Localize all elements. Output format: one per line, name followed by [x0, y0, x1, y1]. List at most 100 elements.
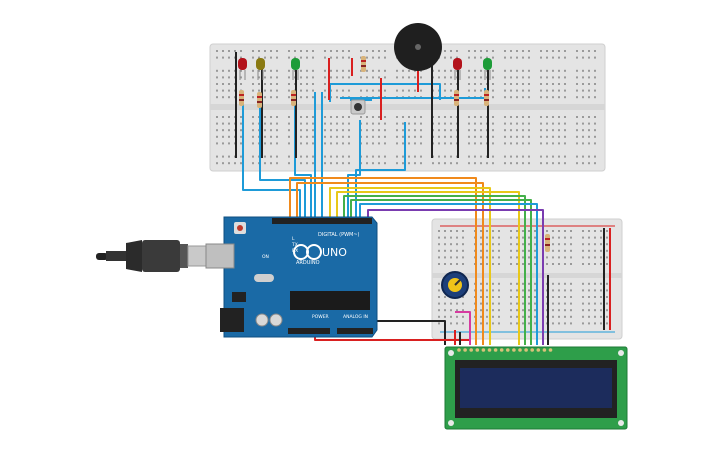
piezo-buzzer[interactable] [394, 23, 442, 71]
breadboard-hole [504, 83, 506, 85]
breadboard-hole [324, 69, 326, 72]
breadboard-hole [522, 142, 524, 145]
potentiometer[interactable] [441, 271, 469, 299]
breadboard-hole [450, 322, 452, 325]
breadboard-hole [438, 263, 440, 265]
breadboard-hole [504, 129, 506, 132]
breadboard-hole [312, 50, 314, 52]
breadboard-hole [540, 89, 542, 92]
usb-cable[interactable] [96, 240, 211, 272]
breadboard-hole [450, 230, 452, 232]
breadboard-hole [312, 122, 314, 125]
breadboard-hole [540, 122, 542, 125]
breadboard-hole [594, 289, 596, 292]
breadboard-hole [492, 243, 494, 246]
breadboard-hole [342, 129, 344, 132]
breadboard-hole [516, 236, 518, 239]
breadboard-hole [540, 129, 542, 132]
breadboard-hole [348, 162, 350, 165]
led-3[interactable] [291, 58, 300, 80]
breadboard-hole [372, 56, 374, 59]
wire-pink [455, 311, 471, 345]
breadboard-hole [558, 89, 560, 92]
breadboard-hole [378, 129, 380, 132]
breadboard-hole [438, 302, 440, 305]
breadboard-hole [558, 249, 560, 252]
led-4[interactable] [453, 58, 462, 80]
breadboard-hole [522, 116, 524, 118]
wire-blue [347, 120, 361, 220]
breadboard-hole [510, 135, 512, 138]
breadboard-hole [474, 122, 476, 125]
breadboard-hole [552, 129, 554, 132]
breadboard-hole [570, 236, 572, 239]
voltage-regulator [232, 292, 246, 302]
breadboard-hole [552, 296, 554, 298]
breadboard-hole [522, 122, 524, 125]
breadboard-hole [384, 162, 386, 165]
breadboard-hole [528, 289, 530, 292]
breadboard-hole [558, 256, 560, 259]
breadboard-hole [606, 249, 608, 252]
breadboard-hole [582, 309, 584, 312]
breadboard-hole [468, 76, 470, 79]
breadboard-hole [576, 116, 578, 118]
breadboard-hole [474, 89, 476, 92]
l-label: L [292, 236, 295, 242]
push-button[interactable] [350, 99, 366, 115]
breadboard-hole [528, 162, 530, 165]
breadboard-hole [342, 135, 344, 138]
breadboard-hole [594, 256, 596, 259]
breadboard-hole [588, 230, 590, 232]
breadboard-hole [516, 289, 518, 292]
breadboard-hole [456, 263, 458, 265]
breadboard-hole [450, 162, 452, 165]
breadboard-hole [588, 256, 590, 259]
breadboard-hole [498, 296, 500, 298]
breadboard-hole [468, 116, 470, 118]
top-breadboard[interactable] [209, 43, 606, 172]
breadboard-hole [516, 162, 518, 165]
breadboard-hole [276, 83, 278, 85]
lcd-16x2[interactable] [444, 346, 628, 430]
breadboard-hole [588, 249, 590, 252]
breadboard-hole [528, 322, 530, 325]
breadboard-hole [552, 89, 554, 92]
breadboard-hole [444, 50, 446, 52]
breadboard-hole [480, 129, 482, 132]
breadboard-hole [462, 256, 464, 259]
breadboard-hole [420, 122, 422, 125]
led-5[interactable] [483, 58, 492, 80]
breadboard-hole [372, 116, 374, 118]
resistors[interactable] [239, 56, 550, 252]
arduino-uno-board[interactable]: UNO ARDUINO DIGITAL (PWM~) ANALOG IN POW… [205, 216, 378, 338]
breadboard-hole [528, 83, 530, 85]
breadboard-hole [228, 89, 230, 92]
led-2[interactable] [256, 58, 265, 80]
breadboard-hole [252, 142, 254, 145]
breadboard-hole [300, 155, 302, 158]
breadboard-hole [552, 155, 554, 158]
resistor [239, 90, 244, 106]
breadboard-hole [528, 282, 530, 285]
breadboard-hole [300, 76, 302, 79]
breadboard-hole [378, 76, 380, 79]
breadboard-hole [516, 96, 518, 99]
breadboard-hole [294, 50, 296, 52]
breadboard-hole [306, 155, 308, 158]
breadboard-hole [474, 50, 476, 52]
breadboard-hole [522, 96, 524, 99]
breadboard-hole [552, 243, 554, 246]
breadboard-hole [480, 236, 482, 239]
led-1[interactable] [238, 58, 247, 80]
breadboard-hole [558, 236, 560, 239]
breadboard-hole [606, 289, 608, 292]
breadboard-hole [456, 243, 458, 246]
breadboard-hole [498, 256, 500, 259]
on-label: ON [262, 254, 269, 260]
breadboard-hole [240, 50, 242, 52]
breadboard-hole [588, 263, 590, 265]
breadboard-hole [480, 50, 482, 52]
breadboard-hole [594, 122, 596, 125]
breadboard-hole [600, 236, 602, 239]
